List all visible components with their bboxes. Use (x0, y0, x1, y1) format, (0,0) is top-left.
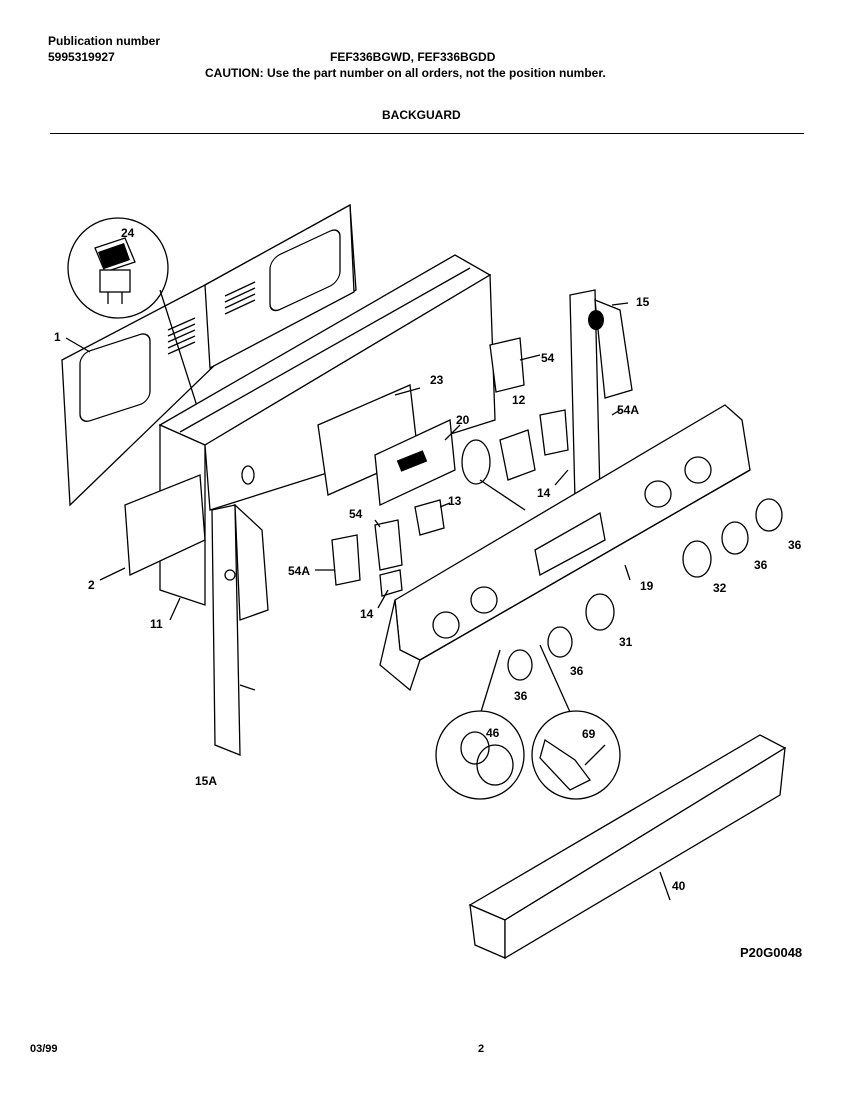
page-number: 2 (478, 1043, 485, 1055)
relay-and-switches (331, 337, 569, 597)
callout-36-d: 36 (514, 689, 528, 703)
callout-69: 69 (582, 727, 596, 741)
control-knobs (507, 498, 783, 681)
callout-46: 46 (486, 726, 500, 740)
backguard-frame (124, 254, 496, 606)
publication-number: 5995319927 (48, 50, 115, 64)
right-bracket (569, 289, 633, 501)
callout-15: 15 (636, 295, 650, 309)
control-panel (379, 404, 751, 692)
callout-31: 31 (619, 635, 633, 649)
section-title: BACKGUARD (382, 108, 461, 122)
callout-15a: 15A (195, 774, 217, 788)
callout-36-c: 36 (570, 664, 584, 678)
callout-36-a: 36 (788, 538, 802, 552)
clock-bracket (317, 384, 526, 511)
callout-13: 13 (448, 494, 462, 508)
publication-label: Publication number (48, 34, 161, 48)
revision-date: 03/99 (30, 1043, 58, 1055)
callout-19: 19 (640, 579, 654, 593)
callout-1: 1 (54, 330, 61, 344)
header-divider (50, 133, 804, 134)
callout-23: 23 (430, 373, 444, 387)
callout-54a-upper: 54A (617, 403, 639, 417)
callout-20: 20 (456, 413, 470, 427)
callout-14-lower: 14 (360, 607, 374, 621)
switch-detail-bubble (67, 217, 204, 426)
model-numbers: FEF336BGWD, FEF336BGDD (330, 50, 496, 64)
callout-14-upper: 14 (537, 486, 551, 500)
callout-40: 40 (672, 879, 686, 893)
callout-12: 12 (512, 393, 526, 407)
callout-24: 24 (121, 226, 135, 240)
callout-54-lower: 54 (349, 507, 363, 521)
callout-11: 11 (150, 617, 163, 631)
knob-detail-bubbles (435, 644, 621, 800)
trim-strip (468, 734, 787, 960)
rear-panel (61, 203, 357, 507)
callout-54a-lower: 54A (288, 564, 310, 578)
left-bracket (211, 503, 269, 756)
callout-32: 32 (713, 581, 727, 595)
figure-code: P20G0048 (740, 945, 803, 960)
callout-54-upper: 54 (541, 351, 555, 365)
caution-note: CAUTION: Use the part number on all orde… (205, 66, 606, 80)
callout-2: 2 (88, 578, 95, 592)
leader-lines (65, 302, 671, 901)
callout-36-b: 36 (754, 558, 768, 572)
